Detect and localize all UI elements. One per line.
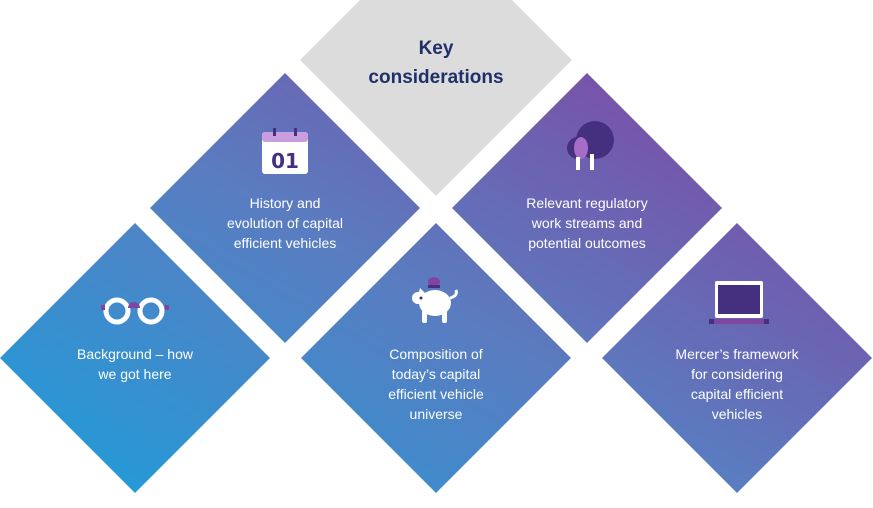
title-line: Key xyxy=(418,38,454,59)
tree-icon xyxy=(567,121,614,170)
label-line: Mercer’s framework xyxy=(675,346,799,362)
history-label: History and evolution of capital efficie… xyxy=(175,193,395,253)
regulatory-label: Relevant regulatory work streams and pot… xyxy=(477,193,697,253)
label-line: universe xyxy=(409,406,463,422)
label-line: today’s capital xyxy=(391,366,481,382)
label-line: Relevant regulatory xyxy=(526,195,648,211)
label-line: Background – how xyxy=(77,346,193,362)
label-line: efficient vehicle xyxy=(388,386,484,402)
laptop-icon xyxy=(709,281,769,324)
label-line: for considering xyxy=(691,366,783,382)
label-line: History and xyxy=(249,195,321,211)
title-line: considerations xyxy=(368,67,504,88)
piggy-bank-icon xyxy=(412,277,458,323)
label-line: we got here xyxy=(98,366,172,382)
label-line: Composition of xyxy=(389,346,483,362)
label-line: work streams and xyxy=(531,215,643,231)
label-line: capital efficient xyxy=(690,386,784,402)
label-line: evolution of capital xyxy=(227,215,343,231)
framework-label: Mercer’s framework for considering capit… xyxy=(627,344,847,424)
background-label: Background – how we got here xyxy=(25,344,245,384)
label-line: vehicles xyxy=(711,406,763,422)
label-line: efficient vehicles xyxy=(233,235,337,251)
calendar-icon: 01 xyxy=(262,128,308,174)
label-line: potential outcomes xyxy=(528,235,646,251)
svg-text:01: 01 xyxy=(271,149,299,173)
key-considerations-title: Key considerations xyxy=(336,34,536,92)
composition-label: Composition of today’s capital efficient… xyxy=(326,344,546,424)
glasses-icon xyxy=(101,297,169,325)
